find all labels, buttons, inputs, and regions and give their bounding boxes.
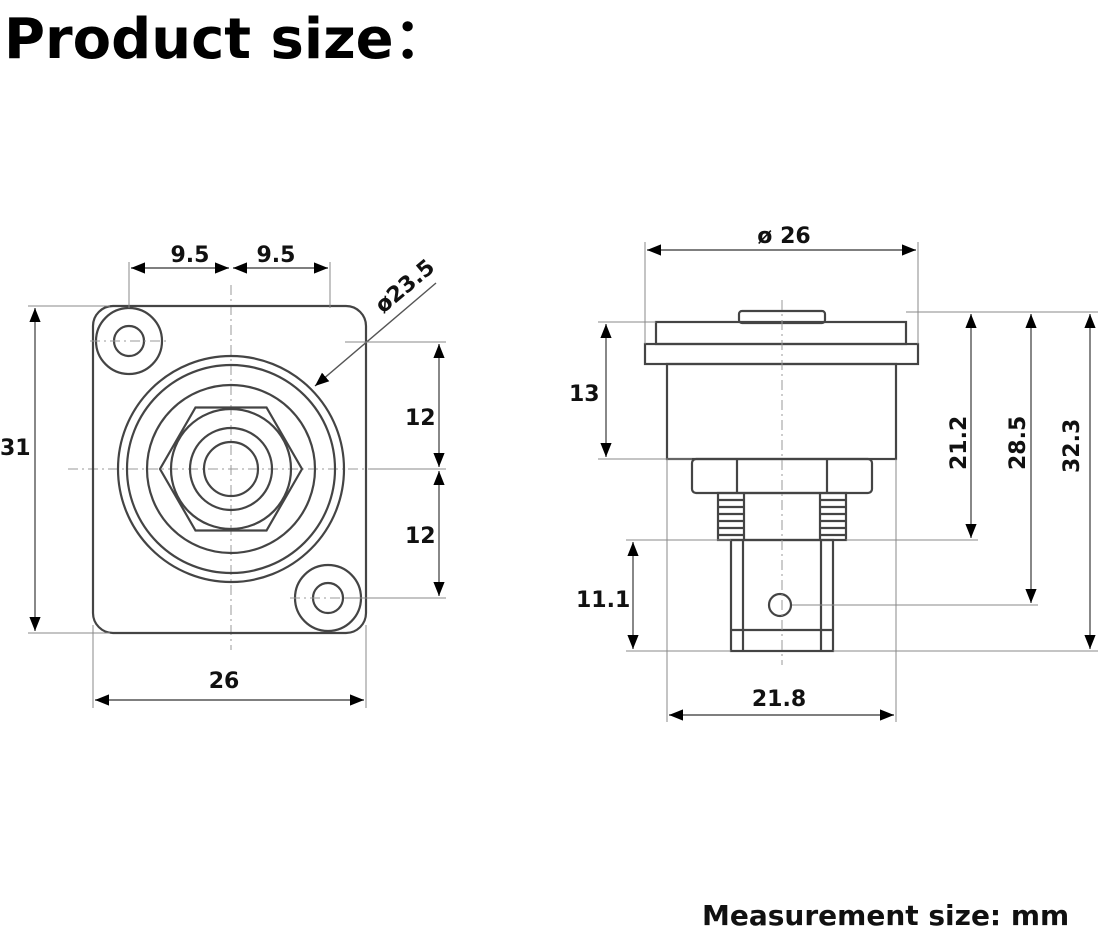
dim-label-base-width: 21.8: [752, 687, 806, 712]
unit-note: Measurement size: mm: [702, 899, 1070, 932]
dim-label-h2: 28.5: [1006, 416, 1031, 470]
dim-label-hole-right: 9.5: [257, 243, 296, 268]
dim-label-hole-left: 9.5: [171, 243, 210, 268]
dim-label-height: 31: [0, 436, 31, 461]
outer-ring: [116, 354, 346, 584]
page-title: Product size：: [4, 7, 450, 72]
dim-leader-diameter: [314, 282, 437, 387]
center-pin-ring: [202, 440, 260, 498]
thread-section: [716, 491, 848, 542]
dim-label-flange-diameter: ø 26: [757, 224, 810, 249]
outer-ring-inner: [125, 363, 337, 575]
dim-label-upper: 12: [405, 406, 436, 431]
dim-label-bnc-length: 11.1: [576, 588, 630, 613]
dim-label-flange-height: 13: [569, 382, 600, 407]
dim-label-width: 26: [209, 669, 240, 694]
hex-nut: [158, 406, 304, 532]
dim-label-h3: 32.3: [1060, 419, 1085, 473]
dim-label-lower: 12: [405, 524, 436, 549]
bayonet-pin: [767, 592, 793, 618]
mounting-hole-top-left: [90, 306, 168, 376]
flange-top: [654, 320, 908, 346]
nut-ring: [169, 407, 293, 531]
side-view: ø 26 13 21.2 28.5 32.3 11.1 21.8: [569, 224, 1098, 722]
mounting-plate: [91, 304, 368, 635]
dim-label-h1: 21.2: [947, 416, 972, 470]
front-view: 9.5 9.5 ø23.5 31 12 12 26: [0, 243, 446, 708]
middle-ring: [145, 383, 317, 555]
inner-ring: [188, 426, 274, 512]
